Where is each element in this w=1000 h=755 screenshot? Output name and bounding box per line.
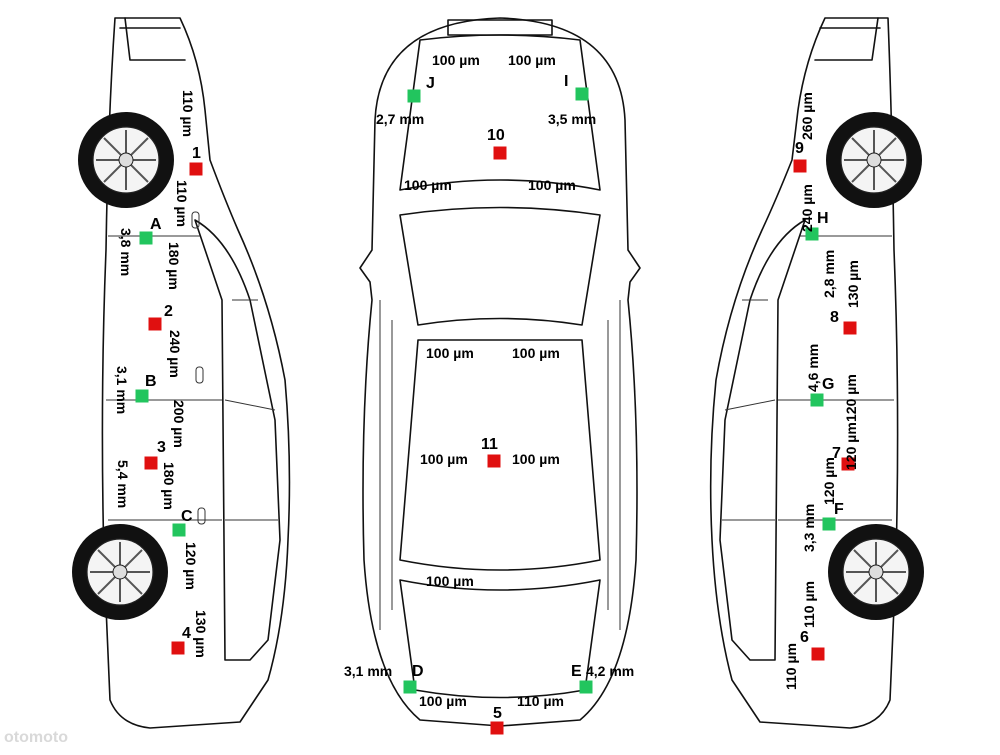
reading-j: 2,7 mm: [376, 111, 424, 127]
measurement-markers: 1 2 3 4 5 6 7 8 9 10 11 A B C D E F G H I J: [135, 73, 857, 735]
reading-g: 4,6 mm: [805, 344, 821, 392]
reading-e: 4,2 mm: [586, 663, 634, 679]
marker-label-d: D: [412, 663, 424, 680]
reading-labels: 100 µm 100 µm 2,7 mm 3,5 mm 100 µm 100 µ…: [114, 52, 861, 709]
reading-4b: 130 µm: [193, 610, 209, 658]
reading-h2: 2,8 mm: [821, 250, 837, 298]
reading-1a: 110 µm: [180, 90, 196, 137]
marker-label-c: C: [181, 508, 193, 525]
marker-label-6: 6: [800, 629, 809, 646]
left-front-wheel: [78, 112, 174, 208]
marker-label-3: 3: [157, 439, 166, 456]
marker-label-9: 9: [795, 140, 804, 157]
marker-label-g: G: [822, 376, 834, 393]
marker-2: [148, 317, 162, 331]
reading-hood-right: 100 µm: [528, 177, 576, 193]
marker-9: [793, 159, 807, 173]
marker-label-5: 5: [493, 705, 502, 722]
marker-label-e: E: [571, 663, 582, 680]
marker-label-j: J: [426, 75, 435, 92]
reading-a: 3,8 mm: [118, 228, 134, 276]
reading-j-top: 100 µm: [432, 52, 480, 68]
reading-4a: 120 µm: [183, 542, 199, 590]
reading-c: 5,4 mm: [115, 460, 131, 508]
left-side-car-outline: [101, 17, 291, 729]
marker-label-11: 11: [481, 436, 498, 453]
watermark-logo: otomoto: [4, 729, 68, 746]
reading-b: 3,1 mm: [114, 366, 130, 414]
marker-i: [575, 87, 589, 101]
reading-roof-front-right: 100 µm: [512, 345, 560, 361]
right-front-wheel: [826, 112, 922, 208]
marker-4: [171, 641, 185, 655]
marker-label-4: 4: [182, 625, 191, 642]
right-side-car-outline: [709, 17, 899, 729]
marker-label-1: 1: [192, 145, 201, 162]
reading-1b: 110 µm: [174, 180, 190, 227]
marker-g: [810, 393, 824, 407]
reading-2a: 180 µm: [166, 242, 182, 290]
marker-j: [407, 89, 421, 103]
reading-6b: 110 µm: [783, 643, 799, 690]
marker-b: [135, 389, 149, 403]
marker-label-8: 8: [830, 309, 839, 326]
reading-roof-mid-left: 100 µm: [420, 451, 468, 467]
reading-trunk-left: 100 µm: [419, 693, 467, 709]
reading-2b: 240 µm: [167, 330, 183, 378]
marker-h: [805, 227, 819, 241]
reading-roof-mid-right: 100 µm: [512, 451, 560, 467]
marker-d: [403, 680, 417, 694]
top-view-car-outline: [359, 17, 641, 727]
left-rear-wheel: [72, 524, 168, 620]
marker-label-7: 7: [832, 445, 841, 462]
marker-f: [822, 517, 836, 531]
marker-10: [493, 146, 507, 160]
reading-roof-front-left: 100 µm: [426, 345, 474, 361]
marker-c: [172, 523, 186, 537]
marker-label-f: F: [834, 501, 844, 518]
reading-7b: 120 µm: [843, 422, 859, 470]
reading-i: 3,5 mm: [548, 111, 596, 127]
marker-6: [811, 647, 825, 661]
marker-11: [487, 454, 501, 468]
marker-8: [843, 321, 857, 335]
reading-i-top: 100 µm: [508, 52, 556, 68]
marker-label-h: H: [817, 210, 829, 227]
reading-trunk-right: 110 µm: [517, 693, 564, 709]
reading-hood-left: 100 µm: [404, 177, 452, 193]
marker-1: [189, 162, 203, 176]
reading-roof-rear: 100 µm: [426, 573, 474, 589]
marker-label-2: 2: [164, 303, 173, 320]
reading-3b: 180 µm: [161, 462, 177, 510]
reading-7a: 120 µm: [843, 374, 859, 422]
marker-e: [579, 680, 593, 694]
reading-f: 3,3 mm: [801, 504, 817, 552]
reading-9: 260 µm: [799, 92, 815, 140]
right-rear-wheel: [828, 524, 924, 620]
reading-6a: 110 µm: [801, 581, 817, 628]
marker-7: [841, 457, 855, 471]
marker-label-a: A: [150, 216, 162, 233]
marker-a: [139, 231, 153, 245]
reading-8: 130 µm: [845, 260, 861, 308]
marker-3: [144, 456, 158, 470]
marker-label-b: B: [145, 373, 157, 390]
reading-f1: 120 µm: [821, 457, 837, 505]
reading-3a: 200 µm: [171, 400, 187, 448]
reading-h: 240 µm: [799, 184, 815, 232]
marker-label-10: 10: [487, 127, 505, 144]
marker-label-i: I: [564, 73, 568, 90]
reading-d: 3,1 mm: [344, 663, 392, 679]
marker-5: [490, 721, 504, 735]
